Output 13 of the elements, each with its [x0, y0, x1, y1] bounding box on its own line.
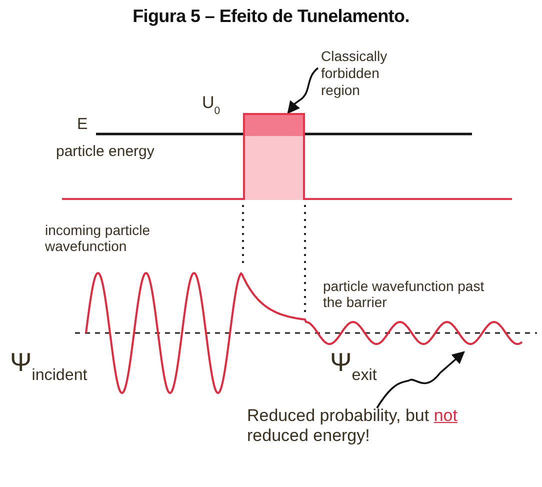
psi-symbol-label: Ψ$_{exit}$ [330, 348, 377, 384]
leader-arrow [287, 67, 319, 114]
text-label: U$_{0}$ [202, 93, 220, 117]
barrier-box [243, 113, 305, 200]
text-label: particle energy [56, 143, 154, 160]
callout-text: Reduced probability, but not reduced energy! [247, 406, 462, 447]
text-label: particle wavefunction past the barrier [323, 278, 486, 310]
callout-text: Classically forbidden region [321, 48, 421, 98]
text-label: incoming particle wavefunction [45, 222, 152, 254]
text-label: E [77, 116, 88, 134]
psi-symbol-label: Ψ$_{incident}$ [10, 348, 88, 384]
leader-arrow [376, 351, 465, 408]
figure-title: Figura 5 – Efeito de Tunelamento. [132, 6, 410, 27]
